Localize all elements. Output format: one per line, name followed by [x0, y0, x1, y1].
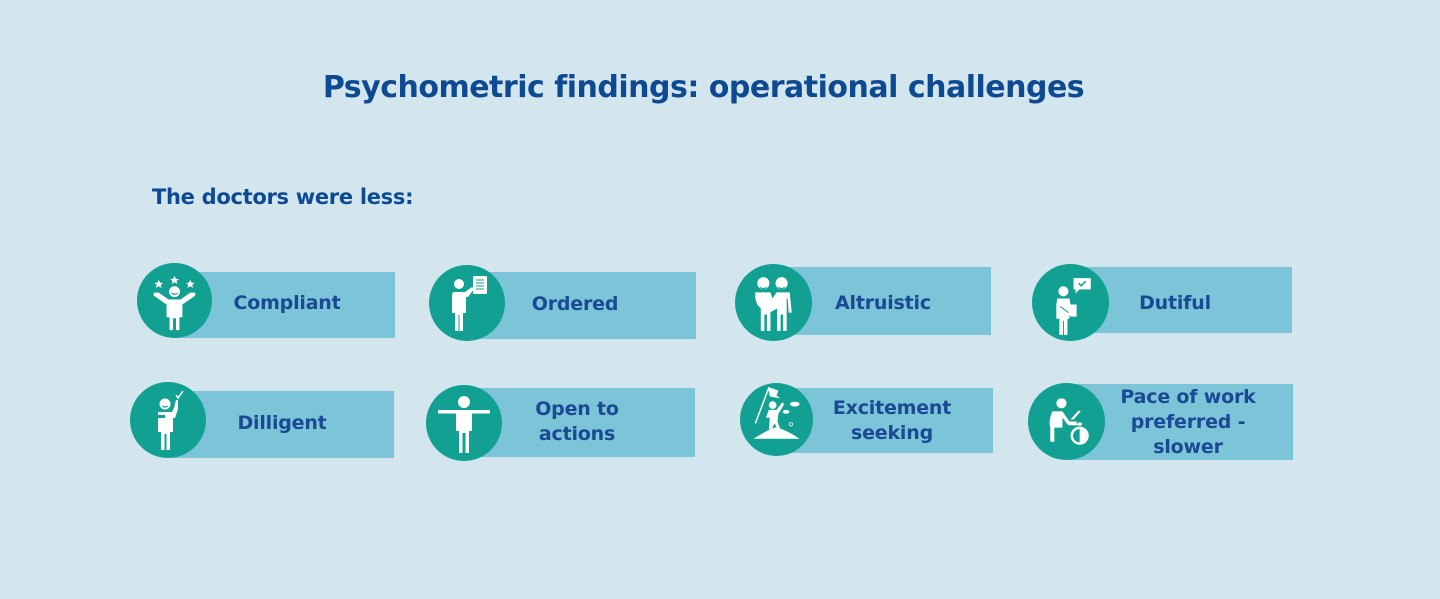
person-desk-stopwatch-icon — [1028, 383, 1105, 460]
person-stars-icon — [137, 263, 212, 338]
trait-label: Dilligent — [237, 411, 327, 434]
trait-bar — [1068, 384, 1293, 460]
person-message-check-icon — [1032, 264, 1109, 341]
two-people-helping-icon — [735, 264, 812, 341]
trait-bar — [170, 391, 394, 458]
trait-bar — [470, 388, 695, 457]
trait-bar — [470, 272, 696, 339]
trait-label: Ordered — [531, 292, 619, 315]
trait-label: Pace of work preferred - slower — [1120, 385, 1256, 458]
trait-label: Excitement seeking — [832, 397, 952, 444]
person-arms-open-icon — [426, 385, 502, 461]
trait-label: Dutiful — [1139, 291, 1211, 314]
person-checkmark-icon — [130, 382, 206, 458]
person-checklist-icon — [429, 265, 505, 341]
page-title: Psychometric findings: operational chall… — [322, 70, 1085, 105]
trait-label: Open to actions — [535, 398, 619, 445]
trait-label: Compliant — [233, 291, 341, 314]
climber-flag-icon — [740, 383, 813, 456]
section-subtitle: The doctors were less: — [152, 185, 414, 209]
trait-bar — [777, 388, 993, 453]
trait-label: Altruistic — [835, 291, 931, 314]
